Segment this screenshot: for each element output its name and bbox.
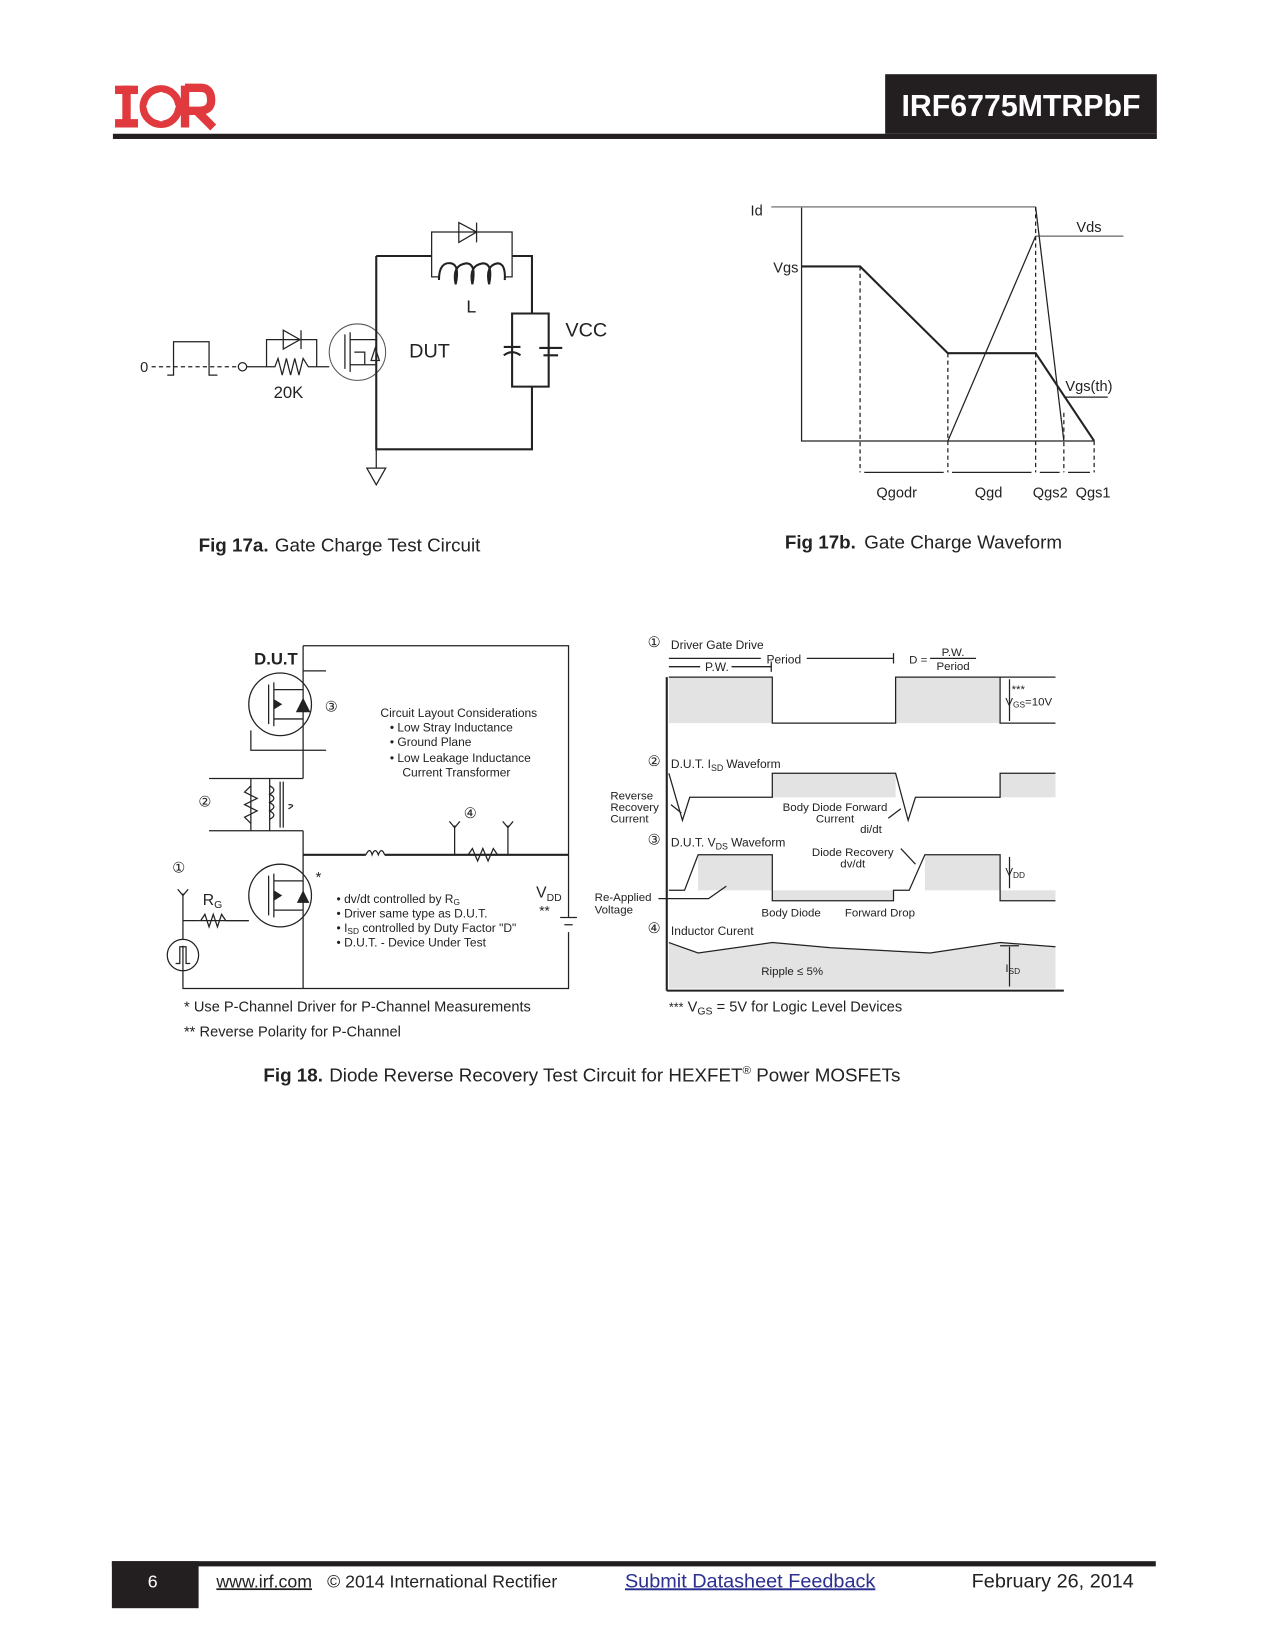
part-number-box (885, 74, 1157, 134)
capacitor-icon (503, 312, 563, 388)
note-item: • D.U.T. - Device Under Test (337, 936, 487, 950)
inductor-diode (431, 221, 513, 278)
zero-label: 0 (140, 360, 148, 376)
interval-label: Qgs1 (1076, 485, 1111, 501)
interval-label: Qgodr (876, 485, 917, 501)
reapplied-label: Voltage (595, 904, 633, 916)
inductor-icon (437, 262, 506, 285)
marker-3: ③ (648, 832, 661, 848)
inductor-icon (365, 849, 386, 857)
diode-recovery-label: Diode Recovery (812, 847, 894, 859)
pw-label: P.W. (705, 660, 729, 674)
note-item: • dv/dt controlled by RG (337, 892, 460, 907)
fig17a-caption: Fig 17a.Gate Charge Test Circuit (199, 535, 482, 556)
reapplied-label: Re-Applied (595, 892, 652, 904)
reverse-recovery-label: Current (610, 813, 649, 825)
dut-mosfet-icon (248, 672, 313, 737)
forward-drop-label: Forward Drop (845, 907, 915, 919)
fig18-waveforms: ① Driver Gate Drive Period P.W. D = P.W.… (595, 635, 1064, 1018)
vgsth-label: Vgs(th) (1065, 379, 1112, 395)
reverse-recovery-label: Reverse (610, 790, 653, 802)
body-diode-forward-label: Body Diode Forward (783, 802, 888, 814)
vdd-stars: ** (539, 903, 550, 918)
diode-icon (265, 329, 318, 367)
period-label: Period (766, 653, 801, 667)
footnote-vgs: ***VGS= 5V for Logic Level Devices (669, 1000, 902, 1018)
note-item: • ISD controlled by Duty Factor "D" (337, 921, 517, 936)
duty-den: Period (936, 661, 969, 673)
driver-mosfet-icon (248, 863, 313, 928)
fig17b-gate-charge-waveform: Id Vds Vgs Vgs(th) Qgodr Qgd Qgs2 Qgs1 (751, 203, 1124, 501)
marker-3: ③ (325, 700, 338, 716)
marker-1: ① (648, 635, 661, 651)
fig17a-gate-charge-circuit: 0 20K L DUT VCC (140, 221, 607, 487)
layout-item: Current Transformer (402, 765, 510, 779)
duty-eq: D = (909, 655, 927, 667)
diode-recovery-label: dv/dt (840, 858, 866, 870)
marker-2: ② (198, 795, 211, 811)
pulse-source-icon (166, 938, 200, 972)
note-item: • Driver same type as D.U.T. (337, 906, 488, 920)
star-mark: * (316, 870, 322, 886)
vgs-stars: *** (1012, 684, 1026, 696)
vds-label: Vds (1076, 220, 1101, 236)
duty-num: P.W. (942, 647, 965, 659)
page-number-box (111, 1561, 199, 1609)
marker-4: ④ (648, 921, 661, 937)
ripple-label: Ripple ≤ 5% (761, 966, 823, 978)
vcc-label: VCC (565, 319, 607, 341)
interval-label: Qgs2 (1033, 485, 1068, 501)
mosfet-icon (328, 323, 387, 381)
ir-logo (115, 83, 217, 131)
part-number: IRF6775MTRPbF (901, 90, 1140, 123)
layout-item: • Low Stray Inductance (390, 720, 513, 734)
layout-item: • Low Leakage Inductance (390, 751, 531, 765)
feedback-link[interactable]: Submit Datasheet Feedback (625, 1570, 875, 1592)
vdd-wave-label: VDD (1005, 867, 1025, 880)
footnote-2: **Reverse Polarity for P-Channel (184, 1025, 401, 1041)
marker-4: ④ (464, 806, 477, 822)
marker-1: ① (172, 861, 185, 877)
dut-label: D.U.T (254, 650, 298, 669)
page-number: 6 (148, 1571, 158, 1591)
vgs10-label: VGS=10V (1005, 696, 1052, 709)
layout-item: • Ground Plane (390, 735, 472, 749)
marker-2: ② (648, 754, 661, 770)
didt-label: di/dt (860, 824, 883, 836)
reverse-recovery-label: Recovery (610, 802, 659, 814)
w1-title: Driver Gate Drive (671, 638, 764, 652)
interval-label: Qgd (975, 485, 1003, 501)
fig17b-caption: Fig 17b.Gate Charge Waveform (785, 532, 1062, 553)
inductor-label: L (466, 296, 476, 316)
fig18-test-circuit: D.U.T ③ ② ④ * ① RG VDD ** Circuit Layout… (166, 645, 577, 990)
layout-title: Circuit Layout Considerations (380, 706, 537, 720)
isd-label: ISD (1005, 963, 1020, 976)
body-diode-forward-label: Current (816, 813, 855, 825)
id-label: Id (751, 203, 763, 219)
footer-rule (111, 1561, 1156, 1567)
fig18-caption: Fig 18.Diode Reverse Recovery Test Circu… (263, 1065, 900, 1086)
dut-label: DUT (409, 340, 450, 362)
date: February 26, 2014 (972, 1570, 1134, 1592)
website-link[interactable]: www.irf.com (215, 1571, 312, 1591)
w4-title: Inductor Curent (671, 924, 754, 938)
body-diode-label: Body Diode (761, 907, 820, 919)
header-rule (112, 133, 1157, 139)
ground-icon (365, 449, 387, 487)
footnote-1: *Use P-Channel Driver for P-Channel Meas… (184, 1000, 531, 1016)
resistor-label: 20K (274, 383, 304, 402)
copyright: © 2014 International Rectifier (327, 1571, 557, 1591)
vdd-label: VDD (536, 885, 562, 904)
vgs-label: Vgs (773, 261, 798, 277)
rg-label: RG (203, 892, 222, 911)
